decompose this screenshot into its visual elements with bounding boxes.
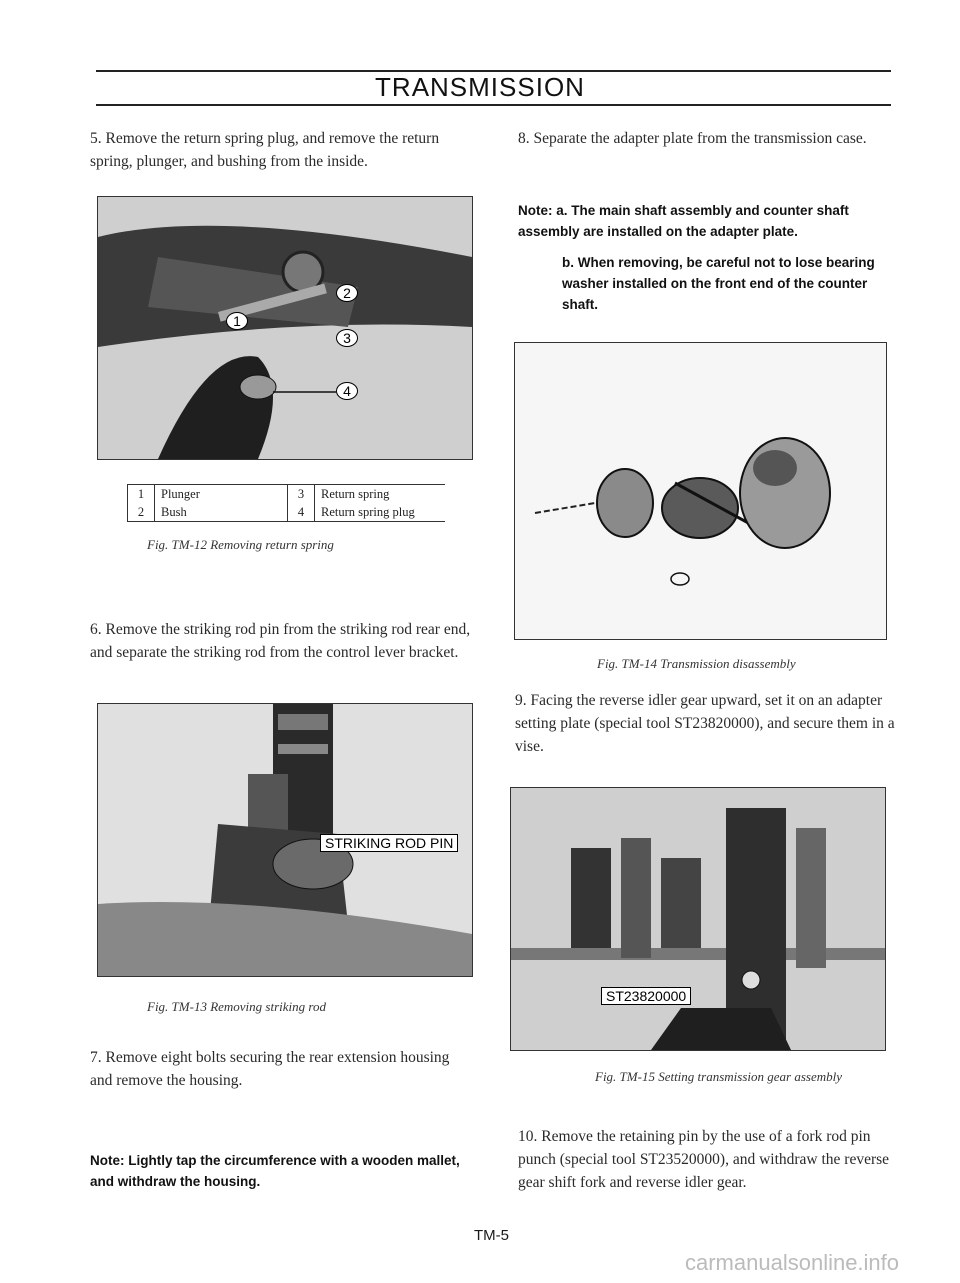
- step-5-text: 5. Remove the return spring plug, and re…: [90, 130, 440, 170]
- page-number: TM-5: [474, 1227, 509, 1244]
- fig-tm15-caption: Fig. TM-15 Setting transmission gear ass…: [595, 1069, 842, 1084]
- step-9-text: 9. Facing the reverse idler gear upward,…: [515, 692, 895, 755]
- fig-tm13-illustration: [98, 704, 472, 976]
- note-b: b. When removing, be careful not to lose…: [562, 255, 875, 312]
- fig-tm13-caption: Fig. TM-13 Removing striking rod: [147, 999, 326, 1014]
- header-rule-top: [96, 70, 891, 72]
- callout-2: 2: [336, 284, 358, 302]
- fig-tm12-caption: Fig. TM-12 Removing return spring: [147, 537, 334, 552]
- legend-table: 1 Plunger 3 Return spring 2 Bush 4 Retur…: [127, 485, 421, 521]
- st23820000-label: ST23820000: [601, 987, 692, 1005]
- fig-tm14-caption: Fig. TM-14 Transmission disassembly: [597, 656, 796, 671]
- step-8-text: 8. Separate the adapter plate from the t…: [518, 130, 867, 147]
- page-title: TRANSMISSION: [375, 72, 585, 102]
- legend-label: Bush: [161, 504, 187, 519]
- fig-tm14-illustration: [515, 343, 886, 639]
- legend-label: Return spring plug: [321, 504, 415, 519]
- fig-tm12-illustration: [98, 197, 472, 459]
- fig-tm12-legend: 1 Plunger 3 Return spring 2 Bush 4 Retur…: [127, 484, 445, 522]
- step-7-text: 7. Remove eight bolts securing the rear …: [90, 1049, 450, 1089]
- step-10-text: 10. Remove the retaining pin by the use …: [518, 1128, 890, 1191]
- legend-num: 3: [287, 485, 315, 503]
- fig-tm12-photo: 1 2 3 4: [97, 196, 473, 460]
- legend-label: Return spring: [321, 486, 390, 501]
- fig-tm15-photo: ST23820000: [510, 787, 886, 1051]
- legend-num: 1: [127, 485, 155, 503]
- legend-row: 1 Plunger 3 Return spring: [127, 485, 421, 503]
- legend-label: Plunger: [161, 486, 200, 501]
- header-rule-bottom: [96, 104, 891, 106]
- callout-4: 4: [336, 382, 358, 400]
- watermark-text: carmanualsonline.info: [685, 1250, 900, 1275]
- legend-num: 4: [287, 503, 315, 521]
- fig-tm14-photo: [514, 342, 887, 640]
- note-wooden-mallet: Note: Lightly tap the circumference with…: [90, 1153, 460, 1189]
- legend-row: 2 Bush 4 Return spring plug: [127, 503, 421, 521]
- striking-rod-pin-label: STRIKING ROD PIN: [320, 834, 459, 852]
- callout-3: 3: [336, 329, 358, 347]
- legend-num: 2: [127, 503, 155, 521]
- callout-1: 1: [226, 312, 248, 330]
- step-6-text: 6. Remove the striking rod pin from the …: [90, 621, 471, 661]
- note-a: Note: a. The main shaft assembly and cou…: [518, 203, 849, 239]
- fig-tm13-photo: STRIKING ROD PIN: [97, 703, 473, 977]
- fig-tm15-illustration: [511, 788, 885, 1050]
